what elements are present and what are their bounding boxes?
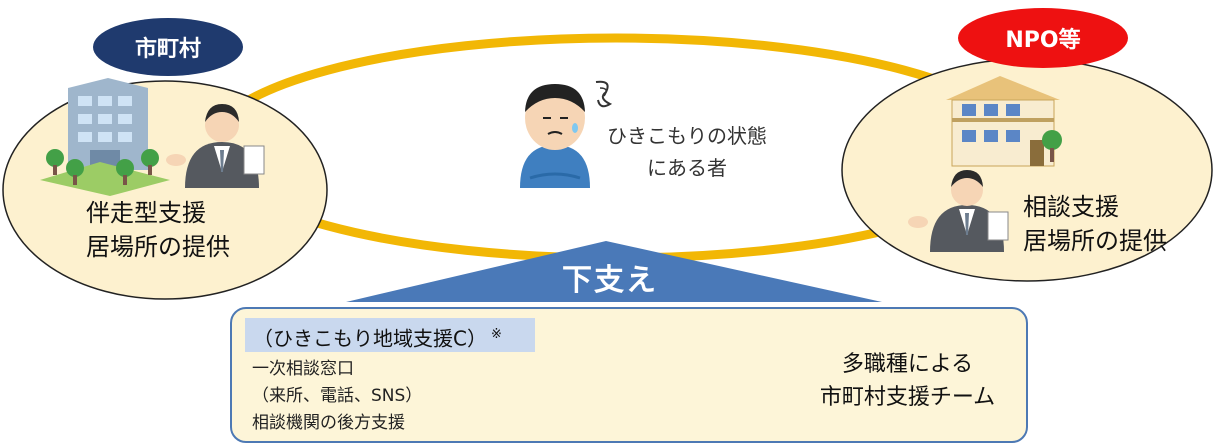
municipality-services: 伴走型支援 居場所の提供 [86, 196, 230, 264]
left-actor-ellipse [2, 80, 328, 300]
apartment-building-illustration [946, 76, 1062, 167]
support-label: 下支え [562, 263, 658, 298]
support-pyramid [346, 241, 882, 302]
target-person-line: にある者 [647, 156, 727, 180]
support-team-label: 多職種による 市町村支援チーム [800, 348, 1015, 414]
support-service-line: （来所、電話、SNS） [252, 386, 423, 406]
municipality-service-line: 伴走型支援 [86, 199, 206, 227]
support-service-line: 一次相談窓口 [252, 359, 354, 379]
municipality-badge: 市町村 [93, 18, 243, 76]
support-center-name: （ひきこもり地域支援C） [253, 326, 487, 351]
target-person-label: ひきこもりの状態 にある者 [597, 120, 777, 184]
npo-service-line: 相談支援 [1023, 193, 1119, 221]
office-building-illustration [40, 78, 170, 196]
support-service-line: 相談機関の後方支援 [252, 413, 405, 433]
npo-services: 相談支援 居場所の提供 [1023, 190, 1167, 258]
withdrawn-person-illustration [520, 80, 613, 188]
staff-person-left [166, 104, 265, 188]
support-center-name-tag: （ひきこもり地域支援C）※ [245, 318, 535, 352]
npo-badge: NPO等 [958, 8, 1128, 68]
support-team-line: 市町村支援チーム [819, 385, 996, 410]
support-center-services: 一次相談窓口 （来所、電話、SNS） 相談機関の後方支援 [252, 356, 422, 437]
npo-service-line: 居場所の提供 [1023, 227, 1167, 255]
support-team-line: 多職種による [841, 352, 974, 377]
municipality-service-line: 居場所の提供 [86, 233, 230, 261]
support-center-note: ※ [490, 327, 502, 342]
target-person-line: ひきこもりの状態 [607, 124, 767, 148]
staff-person-right [908, 170, 1009, 252]
